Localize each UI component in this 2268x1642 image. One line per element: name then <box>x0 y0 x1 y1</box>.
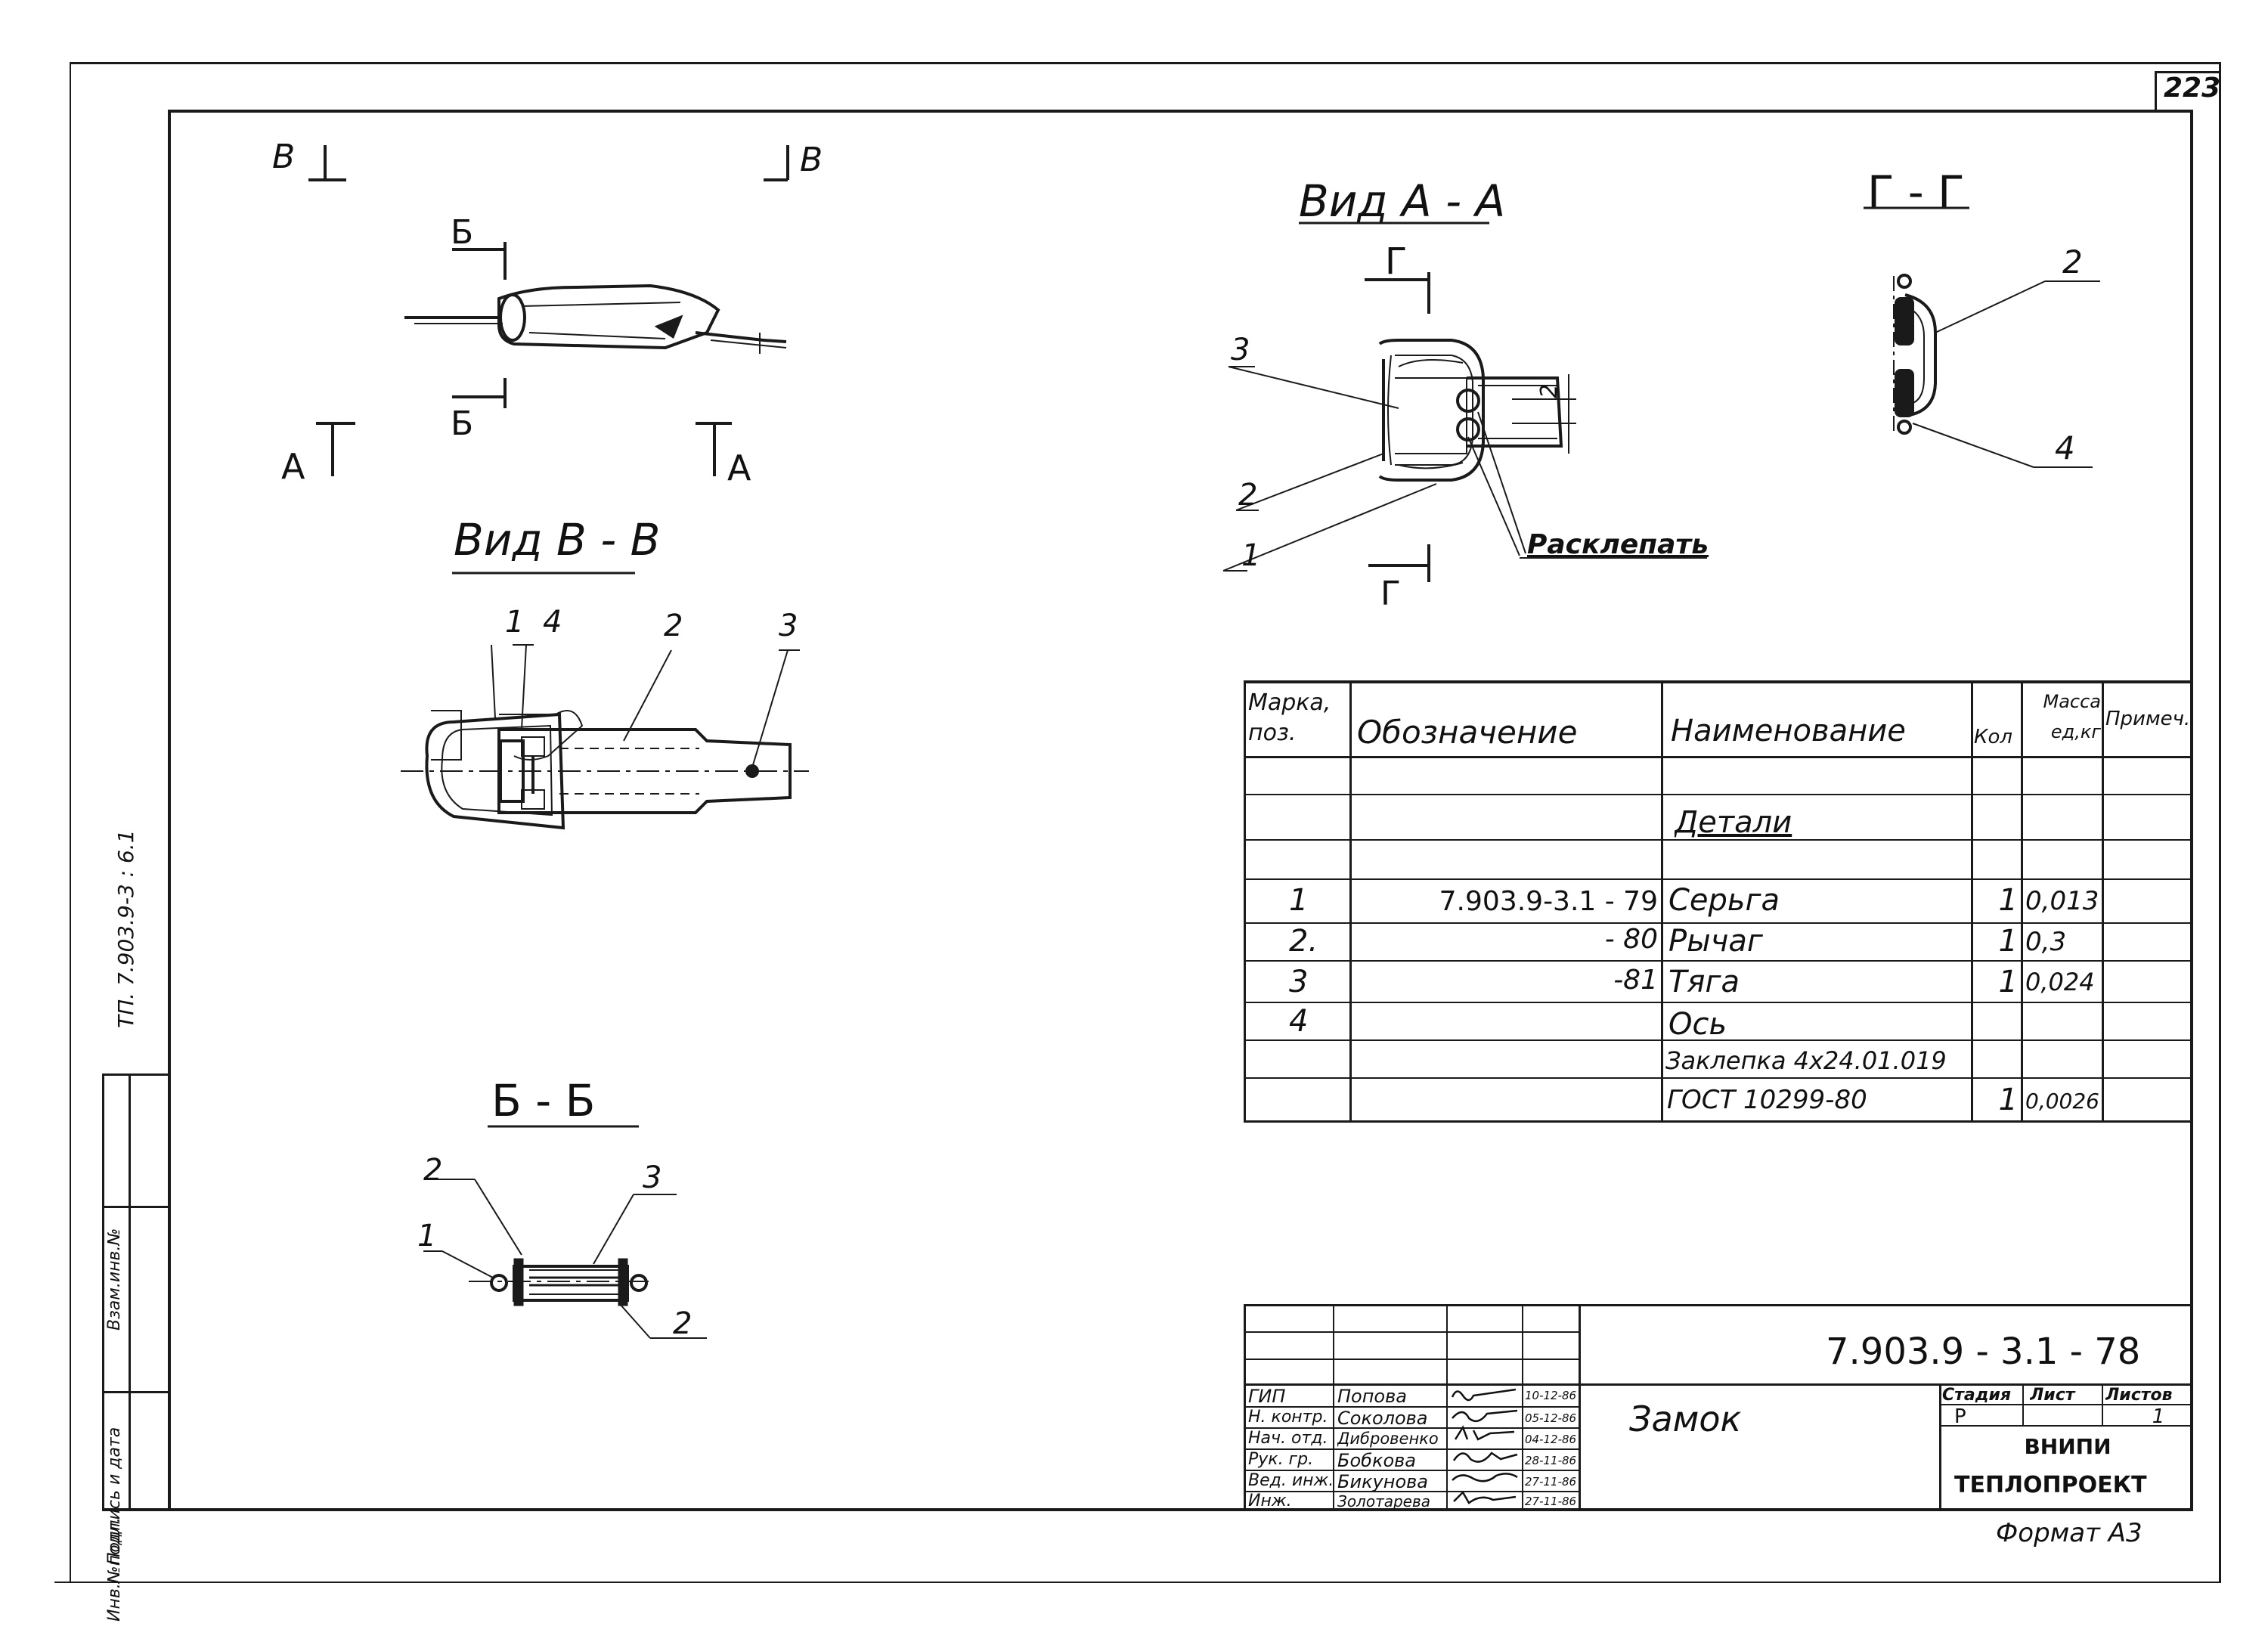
row-3-name: Тяга <box>1668 965 1740 999</box>
row-4-name: Ось <box>1668 1007 1727 1042</box>
header-mark: Марка, поз. <box>1248 689 1331 746</box>
header-note: Примеч. <box>2105 708 2190 730</box>
view-vv-title: Вид В - В <box>454 514 661 565</box>
signer-date-3: 04-12-86 <box>1525 1433 1577 1446</box>
row-6-qty: 1 <box>1998 1083 2018 1117</box>
row-1-mark: 1 <box>1289 883 1309 918</box>
row-4-mark: 4 <box>1289 1004 1309 1039</box>
org-line1: ВНИПИ <box>2024 1434 2112 1459</box>
doc-code: 7.903.9 - 3.1 - 78 <box>1826 1331 2141 1373</box>
stage-value: Р <box>1954 1405 1966 1428</box>
signer-role-3: Нач. отд. <box>1248 1429 1328 1448</box>
header-mass: Масса ед,кг <box>2043 691 2101 742</box>
signer-date-5: 27-11-86 <box>1525 1475 1577 1489</box>
signer-name-3: Дибровенко <box>1337 1430 1439 1448</box>
sheet-number: 223 <box>2164 73 2221 104</box>
row-1-qty: 1 <box>1998 883 2018 918</box>
row-1-designation: 7.903.9-3.1 - 79 <box>1439 886 1658 917</box>
cut-b-bottom: Б <box>451 404 474 443</box>
header-qty: Кол <box>1974 726 2012 748</box>
view-bb-callout-2-bottom: 2 <box>673 1306 692 1341</box>
org-line2: ТЕПЛОПРОЕКТ <box>1954 1472 2147 1498</box>
spec-table: Марка, поз. Обозначение Наименование Кол… <box>1244 680 2192 1123</box>
view-aa-title: Вид А - А <box>1299 175 1506 227</box>
row-2-mass: 0,3 <box>2025 927 2067 957</box>
signer-name-5: Бикунова <box>1337 1471 1428 1492</box>
row-2-name: Рычаг <box>1668 924 1763 959</box>
view-aa-dim: 2 <box>1536 383 1563 399</box>
view-bb-title: Б - Б <box>491 1075 596 1126</box>
sheet-border-right <box>2219 62 2221 1583</box>
sheet-border-top <box>70 62 2221 64</box>
signer-name-2: Соколова <box>1337 1408 1428 1429</box>
sheets-value: 1 <box>2152 1405 2165 1428</box>
signer-role-4: Рук. гр. <box>1248 1450 1314 1469</box>
signer-role-1: ГИП <box>1248 1386 1286 1407</box>
cut-a-right: А <box>727 448 751 488</box>
view-vv-callout-2: 2 <box>664 609 683 643</box>
frame-top <box>171 110 2193 113</box>
row-2-qty: 1 <box>1998 924 2018 959</box>
section-details: Детали <box>1675 805 1792 840</box>
sheet-label: Лист <box>2030 1386 2075 1405</box>
signer-name-1: Попова <box>1337 1386 1407 1407</box>
view-aa-note: Расклепать <box>1527 529 1709 560</box>
cut-v-right: В <box>800 141 823 179</box>
view-bb-callout-2-top: 2 <box>423 1153 443 1188</box>
signer-date-2: 05-12-86 <box>1525 1411 1577 1425</box>
view-vv-callout-3: 3 <box>779 609 798 643</box>
cut-v-left: В <box>272 138 296 176</box>
signer-name-4: Бобкова <box>1337 1450 1416 1471</box>
view-vv-callout-1: 1 <box>505 605 525 640</box>
row-6-mass: 0,0026 <box>2025 1089 2099 1114</box>
view-aa-callout-1: 1 <box>1241 538 1261 573</box>
signatures <box>1451 1388 1518 1504</box>
view-aa-callout-2: 2 <box>1238 478 1258 513</box>
view-bb-callout-1: 1 <box>417 1219 437 1253</box>
signer-role-5: Вед. инж. <box>1248 1471 1331 1490</box>
row-3-qty: 1 <box>1998 965 2018 999</box>
signer-date-6: 27-11-86 <box>1525 1495 1577 1508</box>
signer-name-6: Золотарева <box>1337 1492 1431 1510</box>
signer-date-4: 28-11-86 <box>1525 1454 1577 1467</box>
stage-label: Стадия <box>1942 1386 2012 1405</box>
row-1-mass: 0,013 <box>2025 886 2099 916</box>
view-aa-cut-g-bottom: Г <box>1380 575 1401 613</box>
sheet-border-bottom <box>54 1582 2221 1583</box>
signer-role-2: Н. контр. <box>1248 1408 1328 1427</box>
row-1-name: Серьга <box>1668 883 1780 918</box>
row-3-mark: 3 <box>1289 965 1309 999</box>
view-gg-callout-4: 4 <box>2055 429 2075 466</box>
view-aa-callout-3: 3 <box>1231 333 1250 367</box>
signer-role-6: Инж. <box>1248 1492 1292 1510</box>
frame-left <box>168 110 171 1511</box>
title-block: 7.903.9 - 3.1 - 78 Замок Стадия Лист Лис… <box>1244 1304 2192 1510</box>
row-5-name: Заклепка 4х24.01.019 <box>1665 1046 1947 1075</box>
view-vv-callout-4: 4 <box>543 605 562 640</box>
cut-a-left: А <box>281 446 305 487</box>
cut-b-top: Б <box>451 213 474 252</box>
view-gg-title: Г - Г <box>1867 166 1965 218</box>
signer-date-1: 10-12-86 <box>1525 1389 1577 1402</box>
row-6-name: ГОСТ 10299-80 <box>1667 1085 1867 1115</box>
view-bb-callout-3: 3 <box>643 1160 662 1195</box>
row-2-designation: - 80 <box>1604 924 1658 955</box>
doc-title: Замок <box>1629 1399 1742 1439</box>
view-gg-callout-2: 2 <box>2062 243 2083 280</box>
row-3-mass: 0,024 <box>2025 968 2095 996</box>
row-2-mark: 2. <box>1289 924 1318 959</box>
header-designation: Обозначение <box>1357 714 1578 751</box>
row-3-designation: -81 <box>1613 965 1658 996</box>
frame-bottom <box>102 1508 2193 1511</box>
sheets-label: Листов <box>2105 1386 2173 1405</box>
sheet-format: Формат А3 <box>1996 1518 2143 1548</box>
sheet-border-left <box>70 62 71 1583</box>
view-aa-cut-g-top: Г <box>1385 240 1408 283</box>
header-name: Наименование <box>1671 714 1906 748</box>
